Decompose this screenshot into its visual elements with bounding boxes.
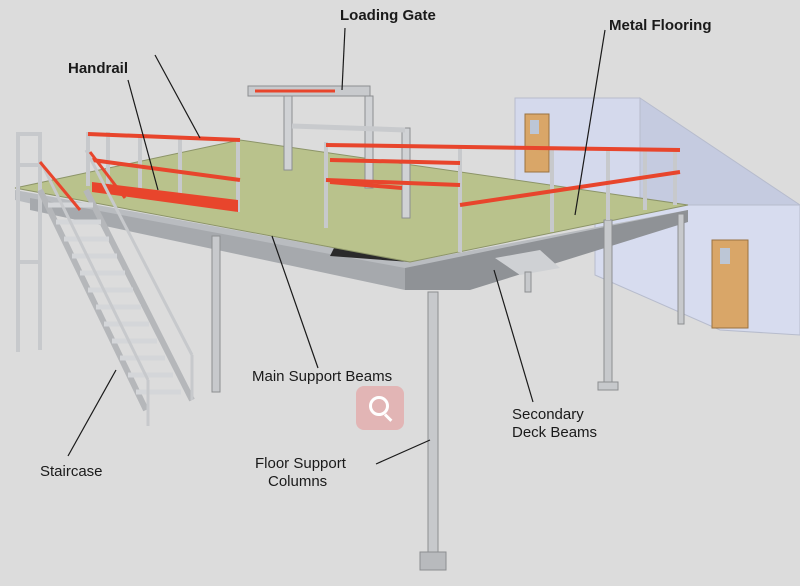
- label-floor-support-columns-1: Floor Support: [255, 455, 346, 472]
- search-icon[interactable]: [356, 386, 404, 430]
- handrails: [86, 132, 681, 252]
- label-secondary-deck-beams-2: Deck Beams: [512, 424, 598, 441]
- floor-support-column: [427, 291, 439, 555]
- label-handrail: Handrail: [68, 60, 129, 77]
- stair-treads: [48, 202, 181, 395]
- office-building: [514, 97, 800, 336]
- label-main-support-beams: Main Support Beams: [252, 368, 393, 385]
- label-loading-gate: Loading Gate: [340, 7, 436, 24]
- loading-gate: [247, 85, 411, 219]
- label-floor-support-columns-2: Columns: [268, 473, 328, 490]
- label-secondary-deck-beams-1: Secondary: [512, 406, 584, 423]
- secondary-deck-beam: [405, 210, 688, 290]
- handrail-toe-board: [92, 182, 238, 212]
- staircase-art: [16, 132, 195, 426]
- support-columns: [211, 213, 685, 571]
- label-metal-flooring: Metal Flooring: [609, 17, 712, 34]
- leader-lines: [67, 27, 606, 465]
- label-staircase: Staircase: [40, 463, 103, 480]
